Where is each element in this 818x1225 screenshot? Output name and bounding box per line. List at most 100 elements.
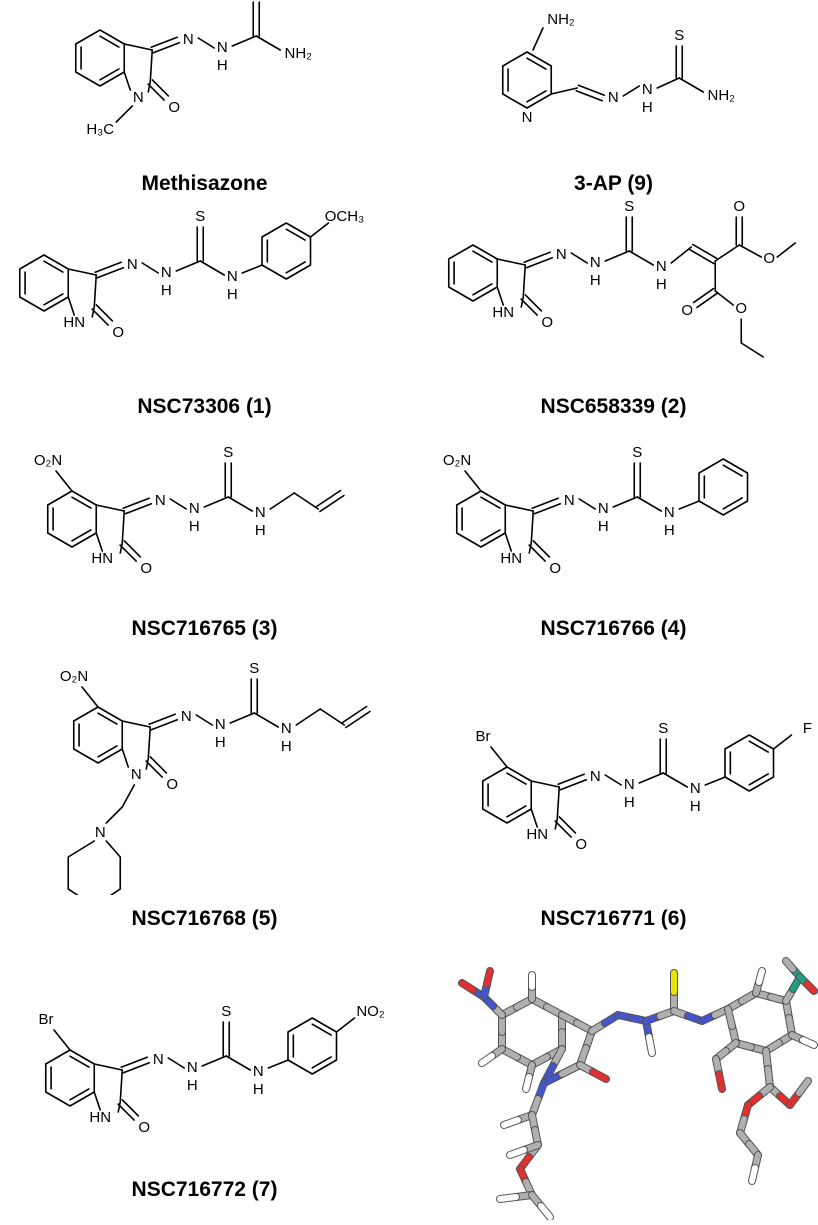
imine-bond bbox=[96, 267, 125, 279]
benzo-ring bbox=[46, 490, 98, 548]
ester-carbonyl bbox=[692, 287, 715, 304]
bond bbox=[255, 35, 282, 51]
bond bbox=[530, 808, 539, 828]
stick-bond bbox=[796, 1078, 811, 1096]
aromatic-bond bbox=[43, 260, 64, 273]
amide-hydrogen: H bbox=[656, 276, 667, 293]
bond bbox=[105, 806, 124, 824]
bond bbox=[121, 720, 152, 728]
vinyl-bond bbox=[345, 710, 371, 729]
carbonyl-bond bbox=[147, 83, 165, 101]
bond bbox=[227, 496, 254, 512]
bond bbox=[95, 532, 104, 552]
compound-panel: NSC716768 (5)NONNHSO₂NNHNO bbox=[0, 645, 409, 947]
alkene-bond bbox=[691, 243, 718, 260]
carbonyl-bond bbox=[119, 544, 137, 562]
aromatic-bond bbox=[722, 464, 743, 477]
bond bbox=[145, 758, 150, 770]
bond bbox=[267, 1059, 290, 1069]
carbonyl-oxygen: O bbox=[575, 836, 587, 853]
aromatic-bond bbox=[99, 68, 120, 81]
bond bbox=[201, 1055, 228, 1067]
carbonyl-oxygen: O bbox=[138, 1119, 150, 1136]
ester-carbonyl bbox=[696, 292, 718, 309]
hydrazine-nitrogen: N bbox=[187, 1059, 198, 1076]
bond bbox=[570, 252, 589, 264]
ester-oxygen: O bbox=[763, 250, 775, 267]
bond bbox=[67, 296, 76, 316]
bond bbox=[105, 840, 122, 858]
compound-name: NSC716765 (3) bbox=[131, 617, 278, 640]
ring-nitrogen: HN bbox=[63, 314, 85, 331]
carbonyl-oxygen: O bbox=[549, 560, 561, 577]
bond bbox=[638, 772, 665, 784]
carbonyl-bond bbox=[117, 1103, 135, 1121]
bond bbox=[229, 712, 256, 724]
stick-bond bbox=[783, 958, 796, 972]
bond bbox=[225, 1055, 252, 1071]
imine-bond bbox=[94, 261, 122, 273]
bond bbox=[67, 840, 96, 858]
bond bbox=[195, 714, 214, 726]
benzo-ring bbox=[455, 490, 507, 548]
bond bbox=[147, 81, 152, 93]
bond bbox=[109, 888, 122, 895]
bond bbox=[121, 510, 126, 544]
bond bbox=[231, 35, 258, 47]
bond bbox=[119, 542, 124, 554]
substituent: NO₂ bbox=[356, 1003, 385, 1020]
bond bbox=[704, 776, 727, 786]
aromatic-bond bbox=[480, 529, 501, 542]
amide-hydrogen: H bbox=[227, 286, 238, 303]
aromatic-bond bbox=[748, 773, 769, 786]
bond bbox=[622, 85, 641, 97]
hydrazine-hydrogen: H bbox=[598, 518, 609, 535]
phenyl-ring bbox=[698, 458, 749, 516]
hydrazine-nitrogen: N bbox=[624, 776, 635, 793]
bond bbox=[522, 264, 527, 298]
imine-nitrogen: N bbox=[127, 256, 138, 273]
imine-nitrogen: N bbox=[564, 492, 575, 509]
bond bbox=[714, 290, 735, 306]
imine-bond bbox=[577, 84, 606, 96]
bond bbox=[554, 818, 559, 830]
aromatic-bond bbox=[526, 57, 547, 70]
bond bbox=[149, 49, 154, 83]
bond bbox=[253, 712, 280, 728]
bond bbox=[504, 504, 535, 512]
bond bbox=[295, 708, 322, 726]
bond bbox=[496, 286, 505, 306]
carbonyl-oxygen: O bbox=[140, 560, 152, 577]
pyridine-nitrogen: N bbox=[522, 109, 533, 126]
stick-bond bbox=[507, 1147, 527, 1158]
imine-bond bbox=[533, 503, 562, 515]
imine-nitrogen: N bbox=[183, 31, 194, 48]
bond bbox=[738, 244, 763, 258]
ring-nitrogen: HN bbox=[500, 550, 522, 567]
phenyl-ring bbox=[724, 734, 775, 792]
morpholine-nitrogen: N bbox=[95, 824, 106, 841]
bond bbox=[67, 888, 79, 895]
amide-nitrogen: N bbox=[227, 268, 238, 285]
bond bbox=[55, 470, 73, 492]
bond bbox=[81, 686, 99, 708]
pyridine-ring bbox=[501, 51, 553, 109]
stick-bond bbox=[756, 968, 765, 985]
structure-drawing: NONNHSO₂NNHNO bbox=[60, 660, 371, 895]
sulfur-atom: S bbox=[223, 444, 233, 461]
stick-bond bbox=[804, 981, 817, 994]
compound-name: 3-AP (9) bbox=[574, 172, 653, 195]
imine-bond bbox=[559, 779, 588, 791]
amide-hydrogen: H bbox=[690, 798, 701, 815]
bond bbox=[203, 496, 230, 508]
aromatic-bond bbox=[71, 529, 92, 542]
hydrazine-nitrogen: N bbox=[215, 716, 226, 733]
bond bbox=[776, 242, 797, 258]
sulfur-atom: S bbox=[658, 720, 668, 737]
aromatic-bond bbox=[99, 35, 120, 48]
ring-nitrogen: HN bbox=[526, 826, 548, 843]
imine-bond bbox=[122, 497, 150, 509]
